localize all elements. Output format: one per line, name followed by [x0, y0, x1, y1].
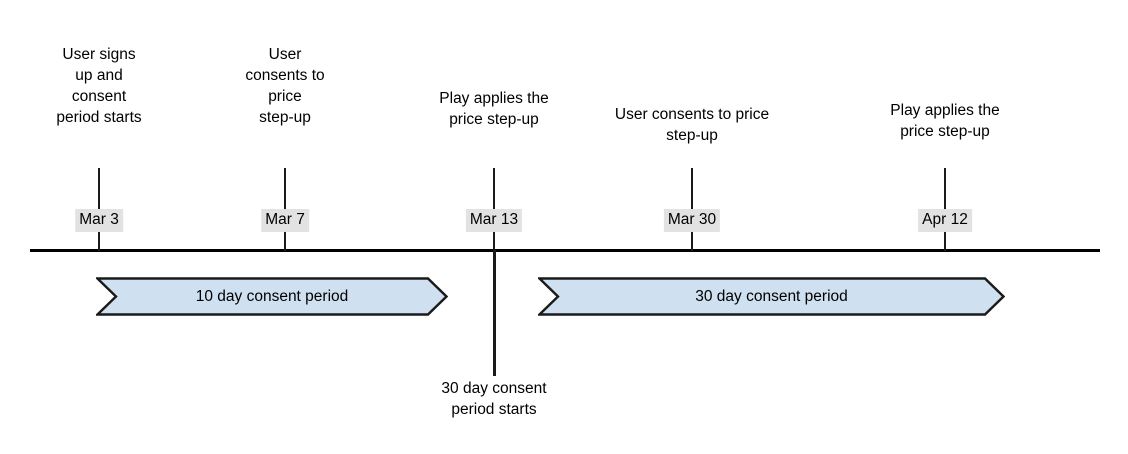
- date-chip-apr-12: Apr 12: [918, 209, 972, 232]
- event-label-mar-3: User signs up and consent period starts: [56, 46, 142, 126]
- chevron-arrow-icon: [96, 277, 448, 316]
- period-label-ten-day: 10 day consent period: [195, 287, 349, 305]
- event-label-mar-30: User consents to price step-up: [614, 106, 770, 144]
- event-label-apr-12: Play applies the price step-up: [890, 102, 1000, 140]
- date-chip-mar-3: Mar 3: [75, 209, 123, 232]
- event-label-mar-7: User consents to price step-up: [245, 46, 325, 126]
- date-chip-mar-30: Mar 30: [663, 209, 721, 232]
- date-chip-mar-7: Mar 7: [261, 209, 309, 232]
- tick-mar-13-extension: [493, 250, 496, 376]
- date-chip-mar-13: Mar 13: [465, 209, 523, 232]
- period-label-thirty-day: 30 day consent period: [695, 287, 848, 305]
- period-banner-ten-day: 10 day consent period: [96, 277, 448, 316]
- chevron-arrow-icon: [538, 277, 1005, 316]
- period-banner-thirty-day: 30 day consent period: [538, 277, 1005, 316]
- bottom-note-thirty-day-start: 30 day consent period starts: [441, 380, 547, 418]
- timeline-axis: [30, 249, 1100, 252]
- event-label-mar-13: Play applies the price step-up: [439, 90, 549, 128]
